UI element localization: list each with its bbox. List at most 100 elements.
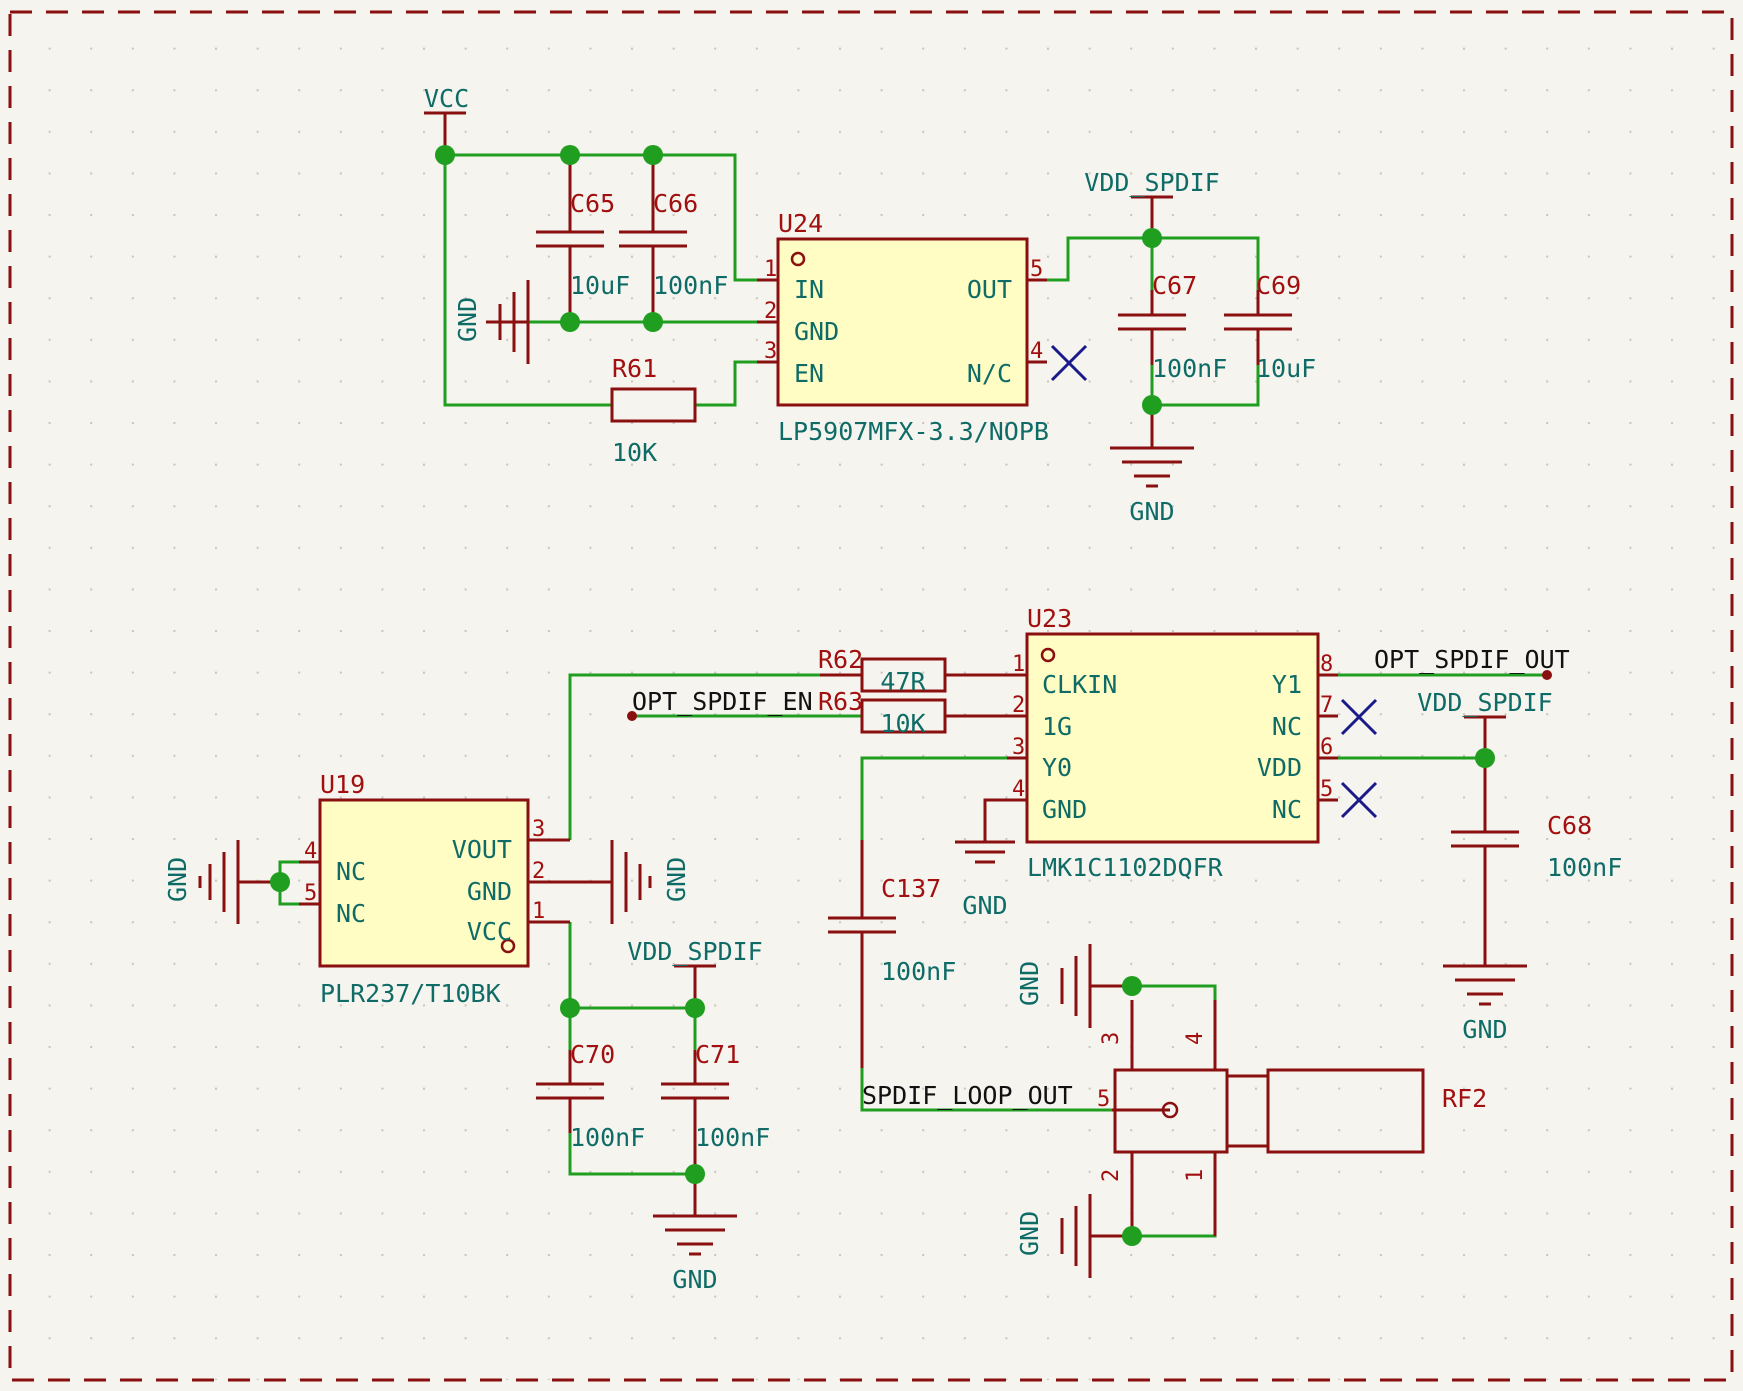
vcc-label: VCC	[424, 84, 469, 113]
c68-ref: C68	[1547, 811, 1592, 840]
capacitor-c69[interactable]: C69 10uF	[1224, 271, 1316, 383]
u24-pin-num: 5	[1030, 257, 1043, 282]
r63-value: 10K	[880, 709, 925, 738]
vdd-spdif-label: VDD_SPDIF	[1417, 688, 1552, 717]
u24-wires	[443, 153, 1260, 407]
junction-dot-icon	[435, 145, 1162, 415]
capacitor-c71[interactable]: C71 100nF	[661, 1040, 770, 1174]
c71-ref: C71	[695, 1040, 740, 1069]
c66-value: 100nF	[653, 271, 728, 300]
vdd-spdif-power-port[interactable]: VDD_SPDIF	[627, 937, 763, 1008]
u19-pin-name: VOUT	[452, 835, 512, 864]
ground-icon: GND	[1443, 964, 1527, 1044]
resistor-r62[interactable]: R62 47R	[818, 645, 1007, 696]
u23-pin-num: 7	[1320, 693, 1333, 718]
rf2-pin-num: 3	[1099, 1032, 1124, 1045]
opt-spdif-en-label: OPT_SPDIF_EN	[632, 687, 813, 716]
r62-ref: R62	[818, 645, 863, 674]
u19-pin-name: NC	[336, 857, 366, 886]
gnd-label: GND	[672, 1265, 717, 1294]
vdd-spdif-label: VDD_SPDIF	[627, 937, 762, 966]
resistor-r63[interactable]: R63 10K	[818, 687, 1007, 738]
u24-ref: U24	[778, 209, 823, 238]
u23-pin-num: 5	[1320, 777, 1333, 802]
c67-value: 100nF	[1152, 354, 1227, 383]
c69-value: 10uF	[1256, 354, 1316, 383]
ground-icon: GND	[453, 280, 530, 364]
lower-wires	[278, 673, 1547, 1238]
c65-value: 10uF	[570, 271, 630, 300]
u23-pin-name: CLKIN	[1042, 670, 1117, 699]
no-connect-x-icon	[1050, 344, 1088, 382]
gnd-label: GND	[163, 857, 192, 902]
u24-pin-num: 2	[764, 299, 777, 324]
net-label-opt-spdif-out[interactable]: OPT_SPDIF_OUT	[1374, 645, 1570, 680]
regulator-u24[interactable]: U24 LP5907MFX-3.3/NOPB 1 2 3 5 4 IN GND …	[757, 209, 1049, 446]
c66-ref: C66	[653, 189, 698, 218]
gnd-label: GND	[1129, 497, 1174, 526]
u19-pin-num: 2	[532, 859, 545, 884]
gnd-label: GND	[453, 297, 482, 342]
u24-pin-num: 1	[764, 257, 777, 282]
rf2-pin-num: 2	[1099, 1169, 1124, 1182]
rf2-pin-num: 1	[1183, 1169, 1208, 1182]
net-label-opt-spdif-en[interactable]: OPT_SPDIF_EN	[627, 687, 813, 721]
u19-pin-num: 1	[532, 899, 545, 924]
net-label-spdif-loop-out[interactable]: SPDIF_LOOP_OUT	[862, 1081, 1073, 1110]
no-connect-x-icon	[1340, 698, 1378, 736]
c137-ref: C137	[881, 874, 941, 903]
capacitor-c68[interactable]: C68 100nF	[1451, 758, 1622, 966]
u24-pin-name: OUT	[967, 275, 1012, 304]
c70-value: 100nF	[570, 1123, 645, 1152]
u19-pin-num: 3	[532, 817, 545, 842]
u23-pin-name: VDD	[1257, 753, 1302, 782]
optical-transmitter-u19[interactable]: U19 PLR237/T10BK 4 5 3 2 1 NC NC VOUT GN…	[299, 770, 612, 1008]
c69-ref: C69	[1256, 271, 1301, 300]
gnd-label: GND	[662, 857, 691, 902]
u23-pin-name: Y0	[1042, 753, 1072, 782]
capacitor-c67[interactable]: C67 100nF	[1118, 271, 1227, 383]
u24-value: LP5907MFX-3.3/NOPB	[778, 417, 1049, 446]
rf2-pin-num: 5	[1097, 1087, 1110, 1112]
u19-value: PLR237/T10BK	[320, 979, 501, 1008]
u23-pin-num: 8	[1320, 652, 1333, 677]
resistor-r61[interactable]: R61 10K	[610, 354, 697, 467]
capacitor-c65[interactable]: C65 10uF	[536, 155, 630, 322]
ground-icon: GND	[163, 840, 280, 924]
connector-rf2[interactable]: RF2 3 4 5 2 1	[1097, 1000, 1487, 1236]
u23-pin-num: 3	[1012, 735, 1025, 760]
u23-pin-name: 1G	[1042, 712, 1072, 741]
u23-pin-num: 2	[1012, 693, 1025, 718]
c68-value: 100nF	[1547, 853, 1622, 882]
capacitor-c137[interactable]: C137 100nF	[828, 840, 956, 1068]
gnd-label: GND	[1015, 961, 1044, 1006]
u19-ref: U19	[320, 770, 365, 799]
capacitor-c66[interactable]: C66 100nF	[619, 155, 728, 322]
ground-icon: GND	[1015, 1194, 1132, 1278]
u24-pin-name: IN	[794, 275, 824, 304]
u23-pin-num: 6	[1320, 735, 1333, 760]
ground-icon: GND	[653, 1174, 737, 1294]
gnd-label: GND	[962, 891, 1007, 920]
c71-value: 100nF	[695, 1123, 770, 1152]
c65-ref: C65	[570, 189, 615, 218]
vcc-power-port[interactable]: VCC	[424, 84, 469, 155]
c67-ref: C67	[1152, 271, 1197, 300]
vdd-spdif-label: VDD_SPDIF	[1084, 168, 1219, 197]
vdd-spdif-power-port[interactable]: VDD_SPDIF	[1084, 168, 1220, 238]
u19-pin-num: 4	[304, 839, 317, 864]
u24-pin-num: 3	[764, 339, 777, 364]
u24-pin-name: N/C	[967, 359, 1012, 388]
capacitor-c70[interactable]: C70 100nF	[536, 1040, 645, 1152]
r61-value: 10K	[612, 438, 657, 467]
u23-pin-num: 1	[1012, 652, 1025, 677]
no-connect-x-icon	[1340, 781, 1378, 819]
opt-spdif-out-label: OPT_SPDIF_OUT	[1374, 645, 1570, 674]
u19-pin-name: NC	[336, 899, 366, 928]
gnd-label: GND	[1462, 1015, 1507, 1044]
u23-value: LMK1C1102DQFR	[1027, 853, 1224, 882]
clock-buffer-u23[interactable]: U23 LMK1C1102DQFR 1 2 3 4 8 7 6 5 CLKIN …	[1007, 604, 1338, 882]
r61-ref: R61	[612, 354, 657, 383]
u24-pin-num: 4	[1030, 339, 1043, 364]
